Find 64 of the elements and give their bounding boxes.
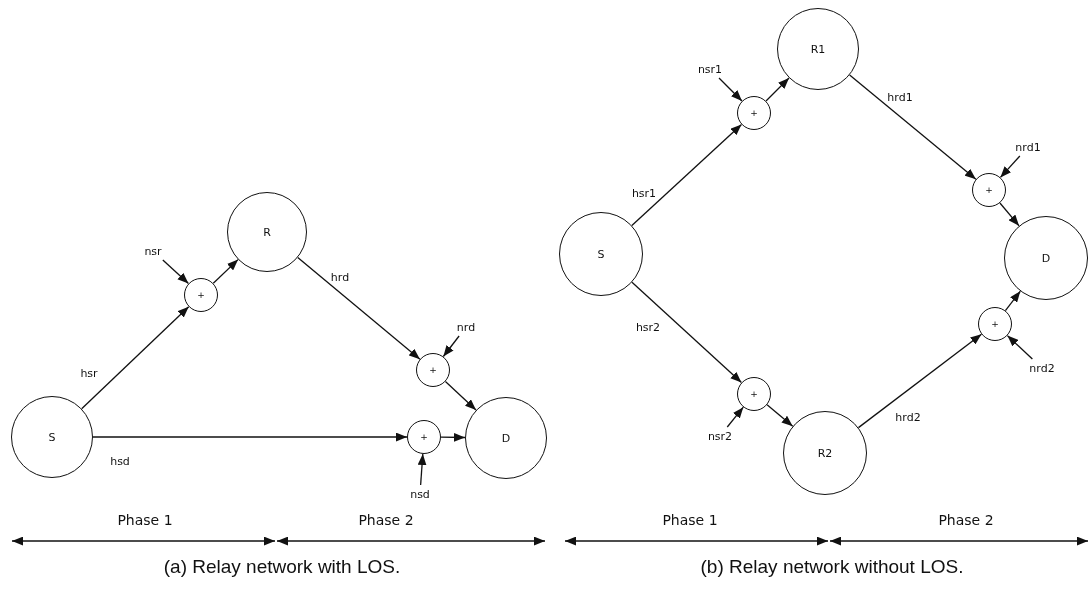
node-circle (777, 8, 859, 90)
arrow (440, 432, 466, 442)
noise-label: nsr1 (695, 62, 725, 76)
node-label: S (597, 248, 605, 260)
arrow (766, 404, 794, 427)
node-label: R (263, 226, 271, 238)
arrow (765, 77, 790, 102)
noise-label: nrd2 (1027, 361, 1057, 375)
node-label: D (1041, 252, 1051, 264)
arrow (162, 259, 190, 285)
arrow (417, 453, 427, 486)
arrow (631, 123, 743, 227)
node-label: + (750, 389, 758, 399)
arrow (444, 380, 477, 411)
node-label: + (750, 108, 758, 118)
edge-label: hsr (80, 366, 98, 380)
noise-label: nsr (141, 244, 165, 258)
node-label: + (991, 319, 999, 329)
arrow (999, 202, 1020, 227)
arrow (81, 306, 190, 410)
node-label: R2 (817, 447, 833, 459)
caption: (a) Relay network with LOS. (163, 556, 401, 578)
phase-label: Phase 2 (938, 512, 994, 528)
noise-label: nrd1 (1013, 140, 1043, 154)
arrow (857, 333, 983, 429)
phase-label: Phase 1 (662, 512, 718, 528)
arrow (1004, 290, 1021, 312)
node-label: + (197, 290, 205, 300)
node-label: + (429, 365, 437, 375)
arrow (631, 281, 743, 384)
adder-circle (184, 278, 218, 312)
node-circle (227, 192, 307, 272)
edge-label: hrd2 (895, 410, 921, 424)
arrow (718, 77, 743, 102)
noise-label: nsd (408, 487, 432, 501)
adder-circle (416, 353, 450, 387)
phase-label: Phase 1 (117, 512, 173, 528)
arrow (849, 74, 977, 180)
arrow (1006, 334, 1034, 360)
node-label: R1 (810, 43, 826, 55)
node-label: + (420, 432, 428, 442)
adder-circle (978, 307, 1012, 341)
edge-label: hsr2 (635, 320, 661, 334)
arrow (297, 256, 421, 360)
node-label: S (48, 431, 56, 443)
phase-label: Phase 2 (358, 512, 414, 528)
noise-label: nrd (454, 320, 478, 334)
node-label: + (985, 185, 993, 195)
arrow (442, 335, 460, 358)
node-label: D (501, 432, 511, 444)
adder-circle (407, 420, 441, 454)
adder-circle (737, 96, 771, 130)
arrow (726, 406, 744, 428)
adder-circle (972, 173, 1006, 207)
adder-circle (737, 377, 771, 411)
caption: (b) Relay network without LOS. (700, 556, 964, 578)
noise-label: nsr2 (705, 429, 735, 443)
edge-label: hsr1 (631, 186, 657, 200)
edge-label: hrd1 (887, 90, 913, 104)
arrow (92, 432, 408, 442)
arrow (212, 258, 239, 284)
edge-label: hrd (330, 270, 350, 284)
edge-label: hsd (110, 454, 130, 468)
arrow (999, 155, 1021, 179)
